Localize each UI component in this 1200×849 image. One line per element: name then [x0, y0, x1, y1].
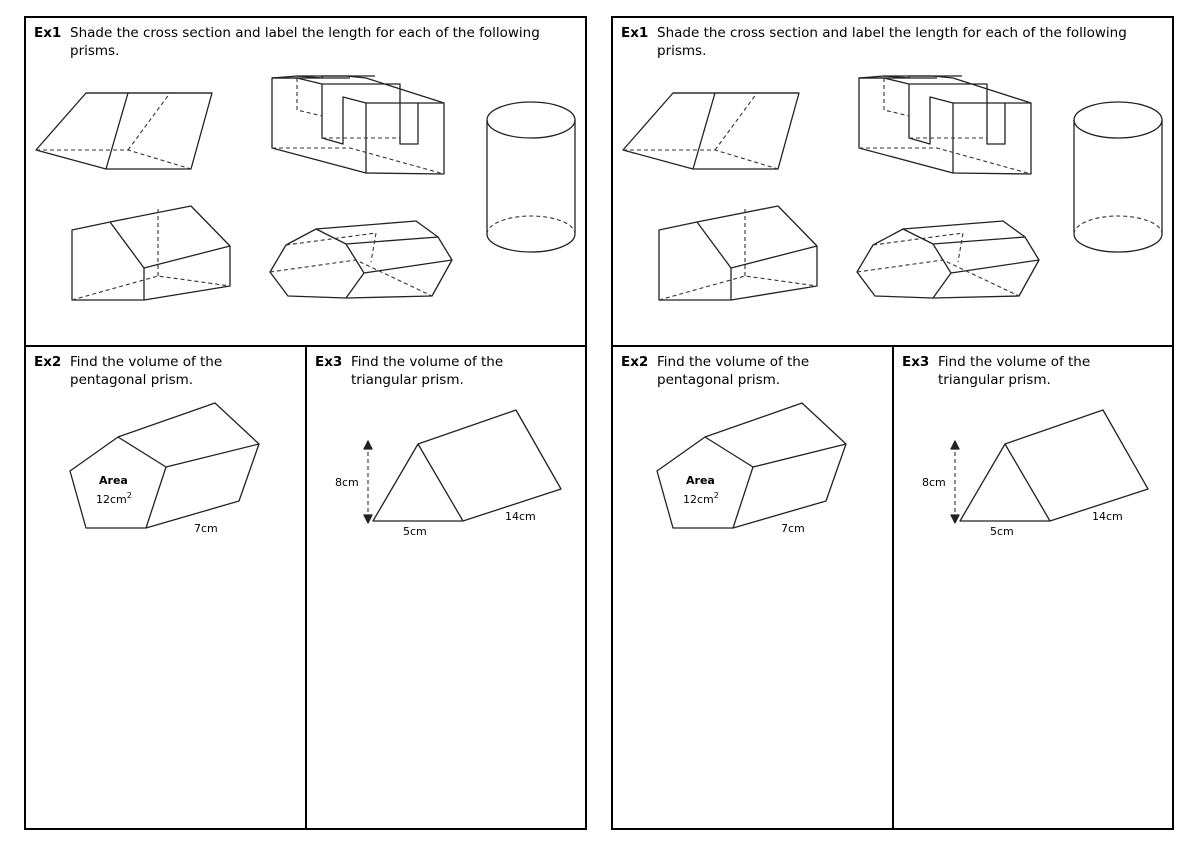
hexagonal-prism — [269, 220, 453, 299]
exercise-2-header: Ex2 Find the volume of the pentagonal pr… — [621, 353, 867, 389]
pentagon-area-label: Area — [686, 474, 715, 487]
house-prism — [658, 205, 818, 301]
exercise-3-instructions: Find the volume of the triangular prism. — [938, 354, 1091, 388]
pentagonal-prism-figure: Area 12cm2 7cm — [69, 402, 260, 535]
exercise-3-panel: Ex3 Find the volume of the triangular pr… — [307, 347, 585, 828]
cylinder — [486, 101, 576, 253]
exercise-1-instructions: Shade the cross section and label the le… — [657, 25, 1127, 59]
exercise-1-instructions: Shade the cross section and label the le… — [70, 25, 540, 59]
prism-length-label: 7cm — [781, 522, 805, 535]
exercise-3-header: Ex3 Find the volume of the triangular pr… — [315, 353, 561, 389]
hexagonal-prism — [856, 220, 1040, 299]
exercise-2-panel: Ex2 Find the volume of the pentagonal pr… — [613, 347, 894, 828]
u-shaped-prism — [858, 75, 1032, 175]
exercise-2-number: Ex2 — [621, 354, 649, 370]
exercise-1-prisms-figure — [622, 75, 1163, 301]
exercise-1-prisms-figure — [35, 75, 576, 301]
exercise-1-panel: Ex1 Shade the cross section and label th… — [613, 18, 1172, 347]
exercise-2-instructions: Find the volume of the pentagonal prism. — [70, 354, 223, 388]
triangle-base-label: 5cm — [403, 525, 427, 538]
exercise-2-number: Ex2 — [34, 354, 62, 370]
triangle-height-label: 8cm — [335, 476, 359, 489]
worksheet-left: Ex1 Shade the cross section and label th… — [24, 16, 587, 830]
exercise-2-header: Ex2 Find the volume of the pentagonal pr… — [34, 353, 280, 389]
exercise-3-panel: Ex3 Find the volume of the triangular pr… — [894, 347, 1172, 828]
triangle-base-label: 5cm — [990, 525, 1014, 538]
trapezoidal-prism — [35, 92, 213, 170]
exercise-2-panel: Ex2 Find the volume of the pentagonal pr… — [26, 347, 307, 828]
prism-length-label: 14cm — [1092, 510, 1123, 523]
exercise-1-header: Ex1 Shade the cross section and label th… — [34, 24, 550, 60]
trapezoidal-prism — [622, 92, 800, 170]
exercise-1-number: Ex1 — [34, 25, 62, 41]
u-shaped-prism — [271, 75, 445, 175]
exercise-1-number: Ex1 — [621, 25, 649, 41]
triangle-height-label: 8cm — [922, 476, 946, 489]
exercise-3-number: Ex3 — [315, 354, 343, 370]
exercise-1-panel: Ex1 Shade the cross section and label th… — [26, 18, 585, 347]
prism-length-label: 7cm — [194, 522, 218, 535]
exercise-3-header: Ex3 Find the volume of the triangular pr… — [902, 353, 1148, 389]
pentagon-area-value: 12cm2 — [683, 491, 719, 506]
pentagonal-prism-figure: Area 12cm2 7cm — [656, 402, 847, 535]
worksheet-right: Ex1 Shade the cross section and label th… — [611, 16, 1174, 830]
triangular-prism-figure: 8cm 5cm 14cm — [335, 409, 562, 538]
exercise-1-header: Ex1 Shade the cross section and label th… — [621, 24, 1137, 60]
prism-length-label: 14cm — [505, 510, 536, 523]
pentagon-area-value: 12cm2 — [96, 491, 132, 506]
exercise-3-instructions: Find the volume of the triangular prism. — [351, 354, 504, 388]
pentagon-area-label: Area — [99, 474, 128, 487]
exercise-2-instructions: Find the volume of the pentagonal prism. — [657, 354, 810, 388]
triangular-prism-figure: 8cm 5cm 14cm — [922, 409, 1149, 538]
cylinder — [1073, 101, 1163, 253]
exercise-3-number: Ex3 — [902, 354, 930, 370]
house-prism — [71, 205, 231, 301]
